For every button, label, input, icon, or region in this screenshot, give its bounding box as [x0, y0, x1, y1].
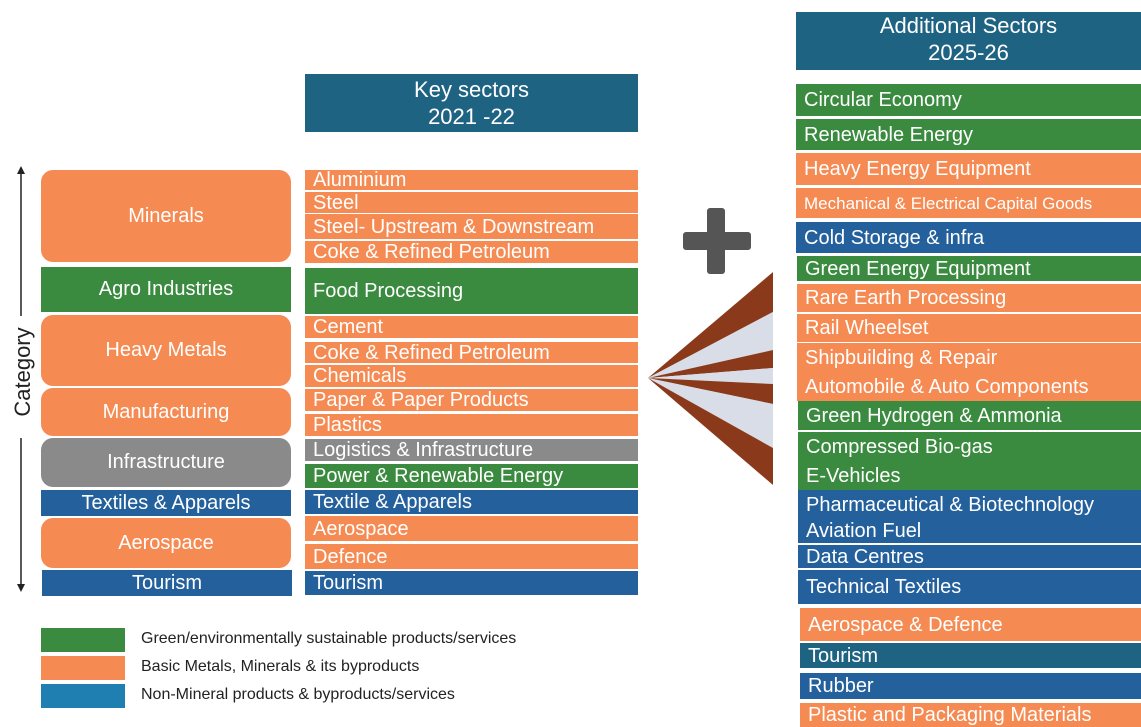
category-axis-label: Category	[10, 327, 35, 417]
additional-sector-row: Automobile & Auto Components	[797, 372, 1141, 401]
key-sector-row: Plastics	[305, 414, 638, 436]
additional-sector-row: Circular Economy	[796, 84, 1141, 116]
category-box: Manufacturing	[41, 388, 291, 436]
key-sector-row: Steel- Upstream & Downstream	[305, 214, 638, 239]
key-sector-row: Aerospace	[305, 516, 638, 541]
key-sector-row: Logistics & Infrastructure	[305, 439, 638, 461]
additional-sector-row: Data Centres	[798, 545, 1141, 568]
fan-arrow-icon	[648, 272, 773, 485]
additional-sector-row: Rare Earth Processing	[797, 284, 1141, 312]
key-sectors-header: Key sectors 2021 -22	[305, 74, 638, 132]
key-sector-row: Coke & Refined Petroleum	[305, 241, 638, 263]
key-sector-row: Steel	[305, 192, 638, 213]
additional-sector-row: Pharmaceutical & Biotechnology	[798, 490, 1141, 519]
additional-sector-row: Renewable Energy	[796, 119, 1141, 150]
legend-label-blue: Non-Mineral products & byproducts/servic…	[141, 686, 455, 703]
category-box: Heavy Metals	[41, 315, 291, 386]
key-sector-row: Power & Renewable Energy	[305, 464, 638, 488]
key-sectors-year: 2021 -22	[428, 104, 515, 129]
key-sector-row: Chemicals	[305, 365, 638, 387]
category-box: Minerals	[41, 170, 291, 262]
additional-sector-row: Heavy Energy Equipment	[796, 153, 1141, 185]
key-sector-row: Food Processing	[305, 268, 638, 314]
additional-sectors-title: Additional Sectors	[879, 13, 1058, 38]
key-sector-row: Cement	[305, 316, 638, 338]
key-sector-row: Aluminium	[305, 170, 638, 190]
additional-sector-row: Rail Wheelset	[797, 314, 1141, 342]
additional-sectors-year: 2025-26	[928, 40, 1009, 65]
category-box: Textiles & Apparels	[41, 490, 291, 516]
additional-sector-row: Cold Storage & infra	[796, 222, 1141, 253]
additional-sector-row: Shipbuilding & Repair	[797, 343, 1141, 372]
additional-sector-row: Rubber	[800, 673, 1141, 699]
additional-sector-row: E-Vehicles	[798, 461, 1141, 490]
plus-icon	[683, 208, 751, 274]
additional-sector-row: Green Energy Equipment	[797, 256, 1141, 281]
category-box: Agro Industries	[41, 267, 291, 312]
key-sectors-title: Key sectors	[414, 77, 529, 102]
category-box: Aerospace	[41, 518, 291, 568]
additional-sector-row: Tourism	[800, 643, 1141, 668]
legend-label-green: Green/environmentally sustainable produc…	[141, 630, 517, 647]
key-sector-row: Defence	[305, 544, 638, 569]
key-sector-row: Coke & Refined Petroleum	[305, 342, 638, 363]
additional-sector-row: Compressed Bio-gas	[798, 432, 1141, 461]
category-box: Tourism	[42, 570, 292, 596]
additional-sector-row: Green Hydrogen & Ammonia	[798, 401, 1141, 430]
additional-sector-row: Aviation Fuel	[798, 519, 1141, 543]
key-sector-row: Textile & Apparels	[305, 490, 638, 514]
legend-swatch-green	[41, 628, 125, 652]
category-box: Infrastructure	[41, 438, 291, 487]
category-axis-arrow-icon	[17, 166, 25, 592]
legend-label-orange: Basic Metals, Minerals & its byproducts	[141, 658, 420, 675]
additional-sector-row: Plastic and Packaging Materials	[800, 703, 1141, 727]
key-sector-row: Tourism	[305, 571, 638, 595]
additional-sector-row: Mechanical & Electrical Capital Goods	[796, 188, 1141, 218]
additional-sector-row: Technical Textiles	[798, 570, 1141, 604]
additional-sector-row: Aerospace & Defence	[800, 608, 1141, 641]
additional-sectors-header: Additional Sectors 2025-26	[796, 12, 1141, 70]
legend-swatch-blue	[41, 684, 125, 708]
key-sector-row: Paper & Paper Products	[305, 389, 638, 411]
legend-swatch-orange	[41, 656, 125, 680]
